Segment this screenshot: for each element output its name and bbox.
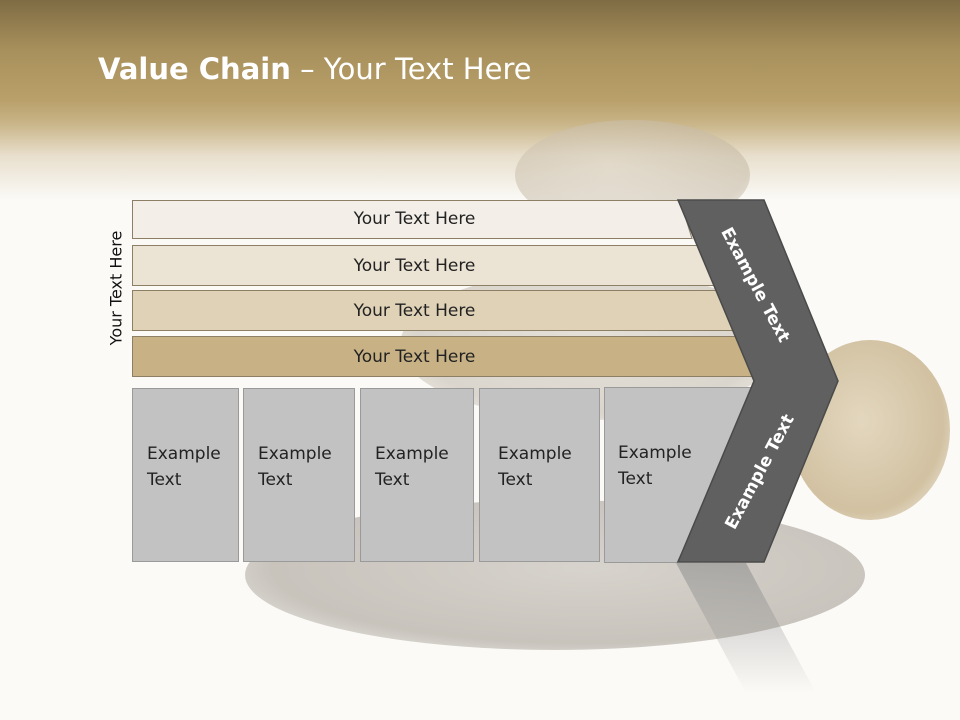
bar-1-label: Your Text Here [353,209,476,229]
bar-4: Your Text Here [132,336,768,377]
box-4-line1: Example [498,444,572,464]
reflection-1 [132,563,239,693]
box-2-line2: Text [258,470,293,490]
reflection-3 [360,563,474,693]
title-rest: – Your Text Here [290,52,532,86]
bar-1: Your Text Here [132,200,702,239]
bar-2: Your Text Here [132,245,722,286]
reflection-4 [479,563,600,693]
bar-1-shape [132,200,693,239]
bar-3: Your Text Here [132,290,742,331]
reflection-2 [243,563,355,693]
box-3-line2: Text [375,470,410,490]
title-bold: Value Chain [98,52,291,86]
bar-3-label: Your Text Here [353,301,476,321]
side-label: Your Text Here [106,230,126,346]
box-1-line1: Example [147,444,221,464]
box-3-line1: Example [375,444,449,464]
box-1-line2: Text [147,470,182,490]
header-band [0,0,960,200]
bar-2-label: Your Text Here [353,256,476,276]
chevron-reflection [676,563,816,693]
page-title: Value Chain – Your Text Here [98,52,532,86]
box-2-line1: Example [258,444,332,464]
box-5-line2: Text [618,469,653,489]
bar-4-label: Your Text Here [353,347,476,367]
box-4-line2: Text [498,470,533,490]
box-5-line1: Example [618,443,692,463]
chevron-arrow [676,199,839,563]
